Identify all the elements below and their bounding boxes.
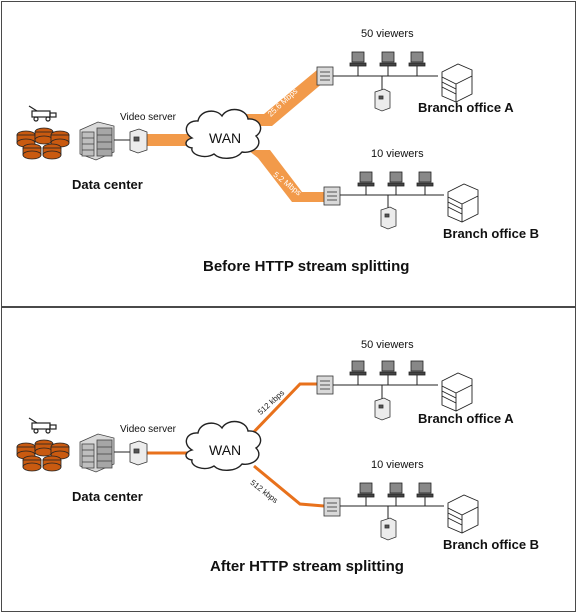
server-rack-icon bbox=[79, 121, 115, 161]
link-wan-branch-a bbox=[248, 382, 317, 438]
network-diagram-before bbox=[16, 51, 479, 230]
branch-b-label: Branch office B bbox=[443, 537, 540, 552]
wan-cloud-icon bbox=[185, 420, 262, 471]
cache-server-a-icon bbox=[374, 397, 391, 421]
branch-a-label: Branch office A bbox=[418, 411, 514, 426]
branch-a-viewers: 50 viewers bbox=[361, 28, 414, 40]
database-icon bbox=[16, 439, 70, 472]
branch-b-label: Branch office B bbox=[443, 226, 540, 241]
wan-label: WAN bbox=[209, 442, 242, 458]
forklift-icon bbox=[28, 417, 57, 434]
router-b-icon bbox=[323, 497, 341, 517]
lan-branch-b bbox=[340, 497, 444, 519]
branch-a-label: Branch office A bbox=[418, 100, 514, 115]
database-icon bbox=[16, 127, 70, 160]
lan-branch-a bbox=[333, 375, 438, 399]
orange-links-before bbox=[147, 70, 324, 202]
wan-cloud-icon bbox=[185, 108, 262, 159]
panel-title-after: After HTTP stream splitting bbox=[210, 558, 404, 575]
router-a-icon bbox=[316, 66, 334, 86]
link-server-wan bbox=[147, 134, 197, 146]
building-a-icon bbox=[441, 372, 473, 412]
cache-server-b-icon bbox=[380, 206, 397, 230]
pc-icons-b bbox=[357, 482, 434, 498]
video-server-icon bbox=[129, 440, 148, 466]
lan-branch-a bbox=[333, 66, 438, 90]
diagram-before-panel: Video server Data center WAN 50 viewers … bbox=[1, 1, 576, 307]
branch-a-viewers: 50 viewers bbox=[361, 339, 414, 351]
building-a-icon bbox=[441, 63, 473, 103]
building-b-icon bbox=[447, 494, 479, 534]
wan-label: WAN bbox=[209, 130, 242, 146]
forklift-icon bbox=[28, 105, 57, 122]
cache-server-b-icon bbox=[380, 517, 397, 541]
link-wan-branch-b bbox=[253, 464, 325, 508]
router-b-icon bbox=[323, 186, 341, 206]
pc-icons-b bbox=[357, 171, 434, 187]
branch-b-viewers: 10 viewers bbox=[371, 148, 424, 160]
link-wan-branch-a bbox=[242, 70, 324, 126]
lan-branch-b bbox=[340, 186, 444, 208]
data-center-label: Data center bbox=[72, 489, 143, 504]
data-center-label: Data center bbox=[72, 177, 143, 192]
pc-icons-a bbox=[349, 360, 426, 376]
branch-b-viewers: 10 viewers bbox=[371, 459, 424, 471]
panel-title-before: Before HTTP stream splitting bbox=[203, 258, 410, 275]
video-server-icon bbox=[129, 128, 148, 154]
cache-server-a-icon bbox=[374, 88, 391, 112]
network-diagram-after bbox=[16, 360, 479, 541]
video-server-label: Video server bbox=[120, 112, 176, 123]
building-b-icon bbox=[447, 183, 479, 223]
diagram-after-panel: Video server Data center WAN 50 viewers … bbox=[1, 307, 576, 612]
router-a-icon bbox=[316, 375, 334, 395]
pc-icons-a bbox=[349, 51, 426, 67]
video-server-label: Video server bbox=[120, 424, 176, 435]
server-rack-icon bbox=[79, 433, 115, 473]
link-wan-branch-b bbox=[248, 150, 324, 202]
